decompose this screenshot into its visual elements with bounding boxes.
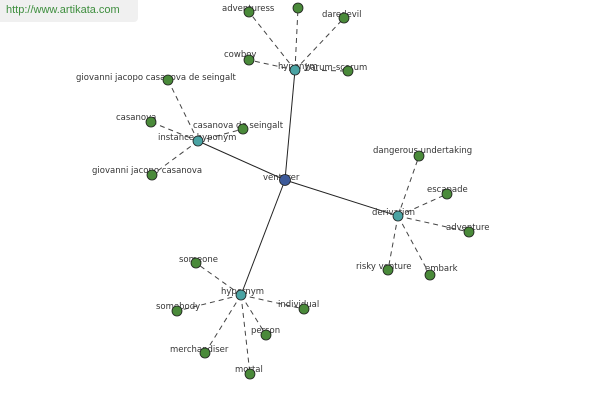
leaf-node-somebody[interactable] bbox=[171, 305, 183, 317]
hub-label-derivation: derivation bbox=[372, 208, 415, 218]
edge-hypernym-person bbox=[240, 294, 267, 336]
edge-center-hyponym bbox=[284, 69, 296, 181]
edge-center-instance-hyponym bbox=[197, 140, 286, 181]
leaf-node-cowboy[interactable] bbox=[243, 54, 255, 66]
center-node[interactable] bbox=[279, 174, 291, 186]
leaf-label-harum-scarum: harum-scarum bbox=[305, 63, 367, 73]
nodes bbox=[145, 2, 475, 380]
leaf-label-casanova: casanova bbox=[116, 113, 156, 123]
labels: adventuressdaredevilharum-scarumcowboyhy… bbox=[76, 4, 490, 375]
leaf-label-dangerous-undertaking: dangerous undertaking bbox=[373, 146, 472, 156]
leaf-node-daredevil[interactable] bbox=[338, 12, 350, 24]
edge-derivation-dangerous-undertaking bbox=[397, 155, 420, 217]
hub-node-hypernym[interactable] bbox=[235, 289, 247, 301]
edge-hypernym-merchandiser bbox=[204, 294, 242, 354]
leaf-node-escapade[interactable] bbox=[441, 188, 453, 200]
leaf-label-giovanni-jacopo-casanova-de-seingalt: giovanni jacopo casanova de seingalt bbox=[76, 73, 237, 83]
leaf-node-casanova-de-seingalt[interactable] bbox=[237, 123, 249, 135]
leaf-node-dangerous-undertaking[interactable] bbox=[413, 150, 425, 162]
edge-hypernym-someone bbox=[195, 262, 242, 296]
leaf-node-giovanni-jacopo-casanova[interactable] bbox=[146, 169, 158, 181]
edge-hyponym-adventuress bbox=[248, 11, 296, 71]
hub-node-derivation[interactable] bbox=[392, 210, 404, 222]
edge-hypernym-mortal bbox=[240, 294, 251, 375]
leaf-node-someone[interactable] bbox=[190, 257, 202, 269]
leaf-node-giovanni-jacopo-casanova-de-seingalt[interactable] bbox=[162, 74, 174, 86]
leaf-node-casanova[interactable] bbox=[145, 116, 157, 128]
leaf-node-adventuress[interactable] bbox=[243, 6, 255, 18]
leaf-label-cowboy: cowboy bbox=[224, 50, 256, 60]
edges bbox=[150, 7, 470, 375]
leaf-node-unlabeled[interactable] bbox=[292, 2, 304, 14]
edge-hyponym-cowboy bbox=[248, 59, 296, 71]
edge-center-hypernym bbox=[240, 179, 286, 296]
leaf-node-individual[interactable] bbox=[298, 303, 310, 315]
leaf-node-adventure[interactable] bbox=[463, 226, 475, 238]
edge-instance-hyponym-giovanni-jacopo-casanova-de-seingalt bbox=[167, 79, 199, 142]
edge-instance-hyponym-giovanni-jacopo-casanova bbox=[151, 140, 199, 176]
leaf-label-merchandiser: merchandiser bbox=[170, 345, 229, 355]
leaf-label-giovanni-jacopo-casanova: giovanni jacopo casanova bbox=[92, 166, 202, 176]
leaf-node-harum-scarum[interactable] bbox=[342, 65, 354, 77]
edge-derivation-embark bbox=[397, 215, 431, 276]
edge-center-derivation bbox=[284, 179, 399, 217]
edge-hypernym-individual bbox=[240, 294, 305, 310]
watermark: http://www.artikata.com bbox=[0, 0, 138, 22]
leaf-label-embark: embark bbox=[425, 264, 458, 274]
leaf-node-mortal[interactable] bbox=[244, 368, 256, 380]
leaf-node-person[interactable] bbox=[260, 329, 272, 341]
watermark-text: http://www.artikata.com bbox=[6, 4, 120, 16]
edge-hypernym-somebody bbox=[176, 294, 242, 312]
edge-derivation-adventure bbox=[397, 215, 470, 233]
edge-hyponym-daredevil bbox=[294, 17, 345, 71]
leaf-label-individual: individual bbox=[278, 300, 319, 310]
hub-node-instance-hyponym[interactable] bbox=[192, 135, 204, 147]
edge-derivation-risky-venture bbox=[387, 215, 399, 271]
leaf-node-merchandiser[interactable] bbox=[199, 347, 211, 359]
edge-hyponym-unlabeled bbox=[294, 7, 299, 71]
leaf-label-casanova-de-seingalt: casanova de seingalt bbox=[193, 121, 284, 131]
leaf-node-embark[interactable] bbox=[424, 269, 436, 281]
edge-instance-hyponym-casanova-de-seingalt bbox=[197, 128, 244, 142]
leaf-node-risky-venture[interactable] bbox=[382, 264, 394, 276]
hub-node-hyponym[interactable] bbox=[289, 64, 301, 76]
